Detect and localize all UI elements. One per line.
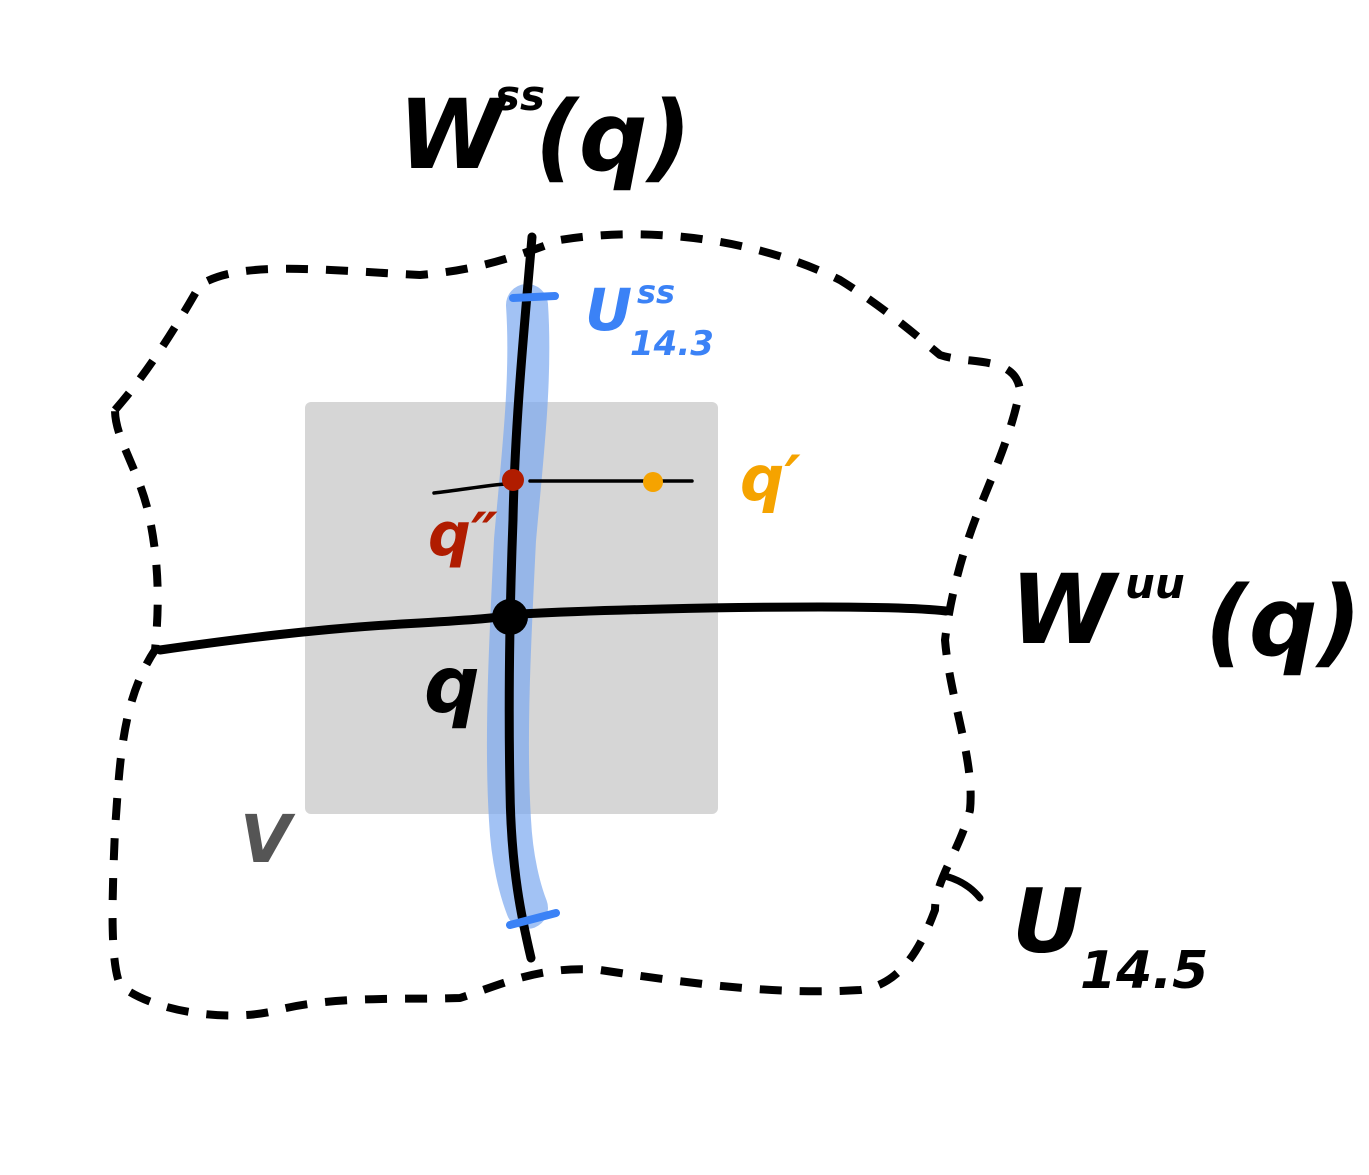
point-q-prime-marker — [643, 472, 663, 492]
point-q-double-prime-label: q″ — [428, 500, 498, 570]
point-q-double-prime-marker — [502, 469, 524, 491]
unstable-manifold-label-arg: (q) — [1205, 566, 1361, 678]
point-q-marker — [492, 599, 528, 635]
local-stable-top-tick — [509, 292, 559, 302]
unstable-manifold-label-sup: uu — [1125, 559, 1185, 608]
set-v-label: V — [240, 801, 296, 878]
stable-manifold-label-arg: (q) — [535, 81, 691, 193]
local-stable-bottom-tick — [506, 909, 560, 929]
neighborhood-label-sub: 14.5 — [1080, 941, 1208, 1001]
local-stable-label-base: U — [585, 276, 632, 344]
point-q-label: q — [424, 641, 480, 731]
point-q-prime-label: q′ — [740, 442, 801, 515]
neighborhood-label-base: U — [1012, 870, 1083, 973]
local-stable-label-sub: 14.3 — [630, 324, 714, 364]
unstable-manifold-label-base: W — [1010, 554, 1120, 666]
stable-manifold-label-sup: ss — [495, 71, 545, 120]
neighborhood-boundary — [108, 230, 1024, 1020]
unstable-leaf-through-q-prime — [432, 479, 694, 495]
local-stable-label-sup: ss — [637, 273, 675, 311]
neighborhood-pointer — [941, 872, 984, 902]
stable-manifold-label-base: W — [398, 79, 508, 191]
